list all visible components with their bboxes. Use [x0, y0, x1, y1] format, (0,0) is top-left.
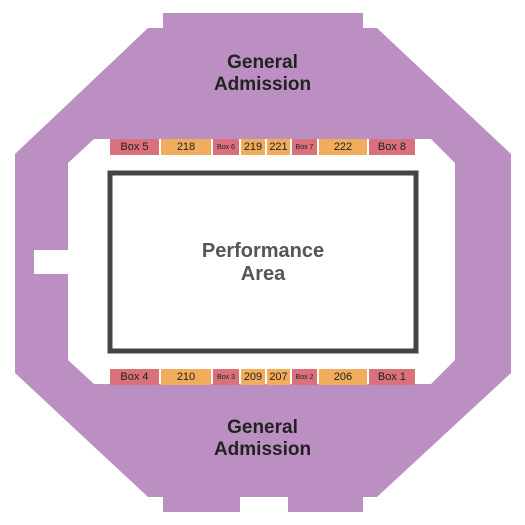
- section-222[interactable]: 222: [319, 139, 367, 155]
- section-box-5[interactable]: Box 5: [110, 139, 159, 155]
- section-box-8[interactable]: Box 8: [369, 139, 415, 155]
- section-210[interactable]: 210: [161, 369, 211, 385]
- section-box-2[interactable]: Box 2: [292, 369, 317, 385]
- section-219[interactable]: 219: [241, 139, 265, 155]
- section-box-7[interactable]: Box 7: [292, 139, 317, 155]
- section-207[interactable]: 207: [267, 369, 290, 385]
- section-218[interactable]: 218: [161, 139, 211, 155]
- section-box-3[interactable]: Box 3: [213, 369, 239, 385]
- section-box-1[interactable]: Box 1: [369, 369, 415, 385]
- top-seating-row: Box 5 218 Box 6 219 221 Box 7 222 Box 8: [110, 139, 415, 155]
- bottom-seating-row: Box 4 210 Box 3 209 207 Box 2 206 Box 1: [110, 369, 415, 385]
- section-box-4[interactable]: Box 4: [110, 369, 159, 385]
- performance-area: [107, 170, 419, 354]
- section-209[interactable]: 209: [241, 369, 265, 385]
- general-admission-area[interactable]: [15, 13, 511, 512]
- section-206[interactable]: 206: [319, 369, 367, 385]
- section-221[interactable]: 221: [267, 139, 290, 155]
- section-box-6[interactable]: Box 6: [213, 139, 239, 155]
